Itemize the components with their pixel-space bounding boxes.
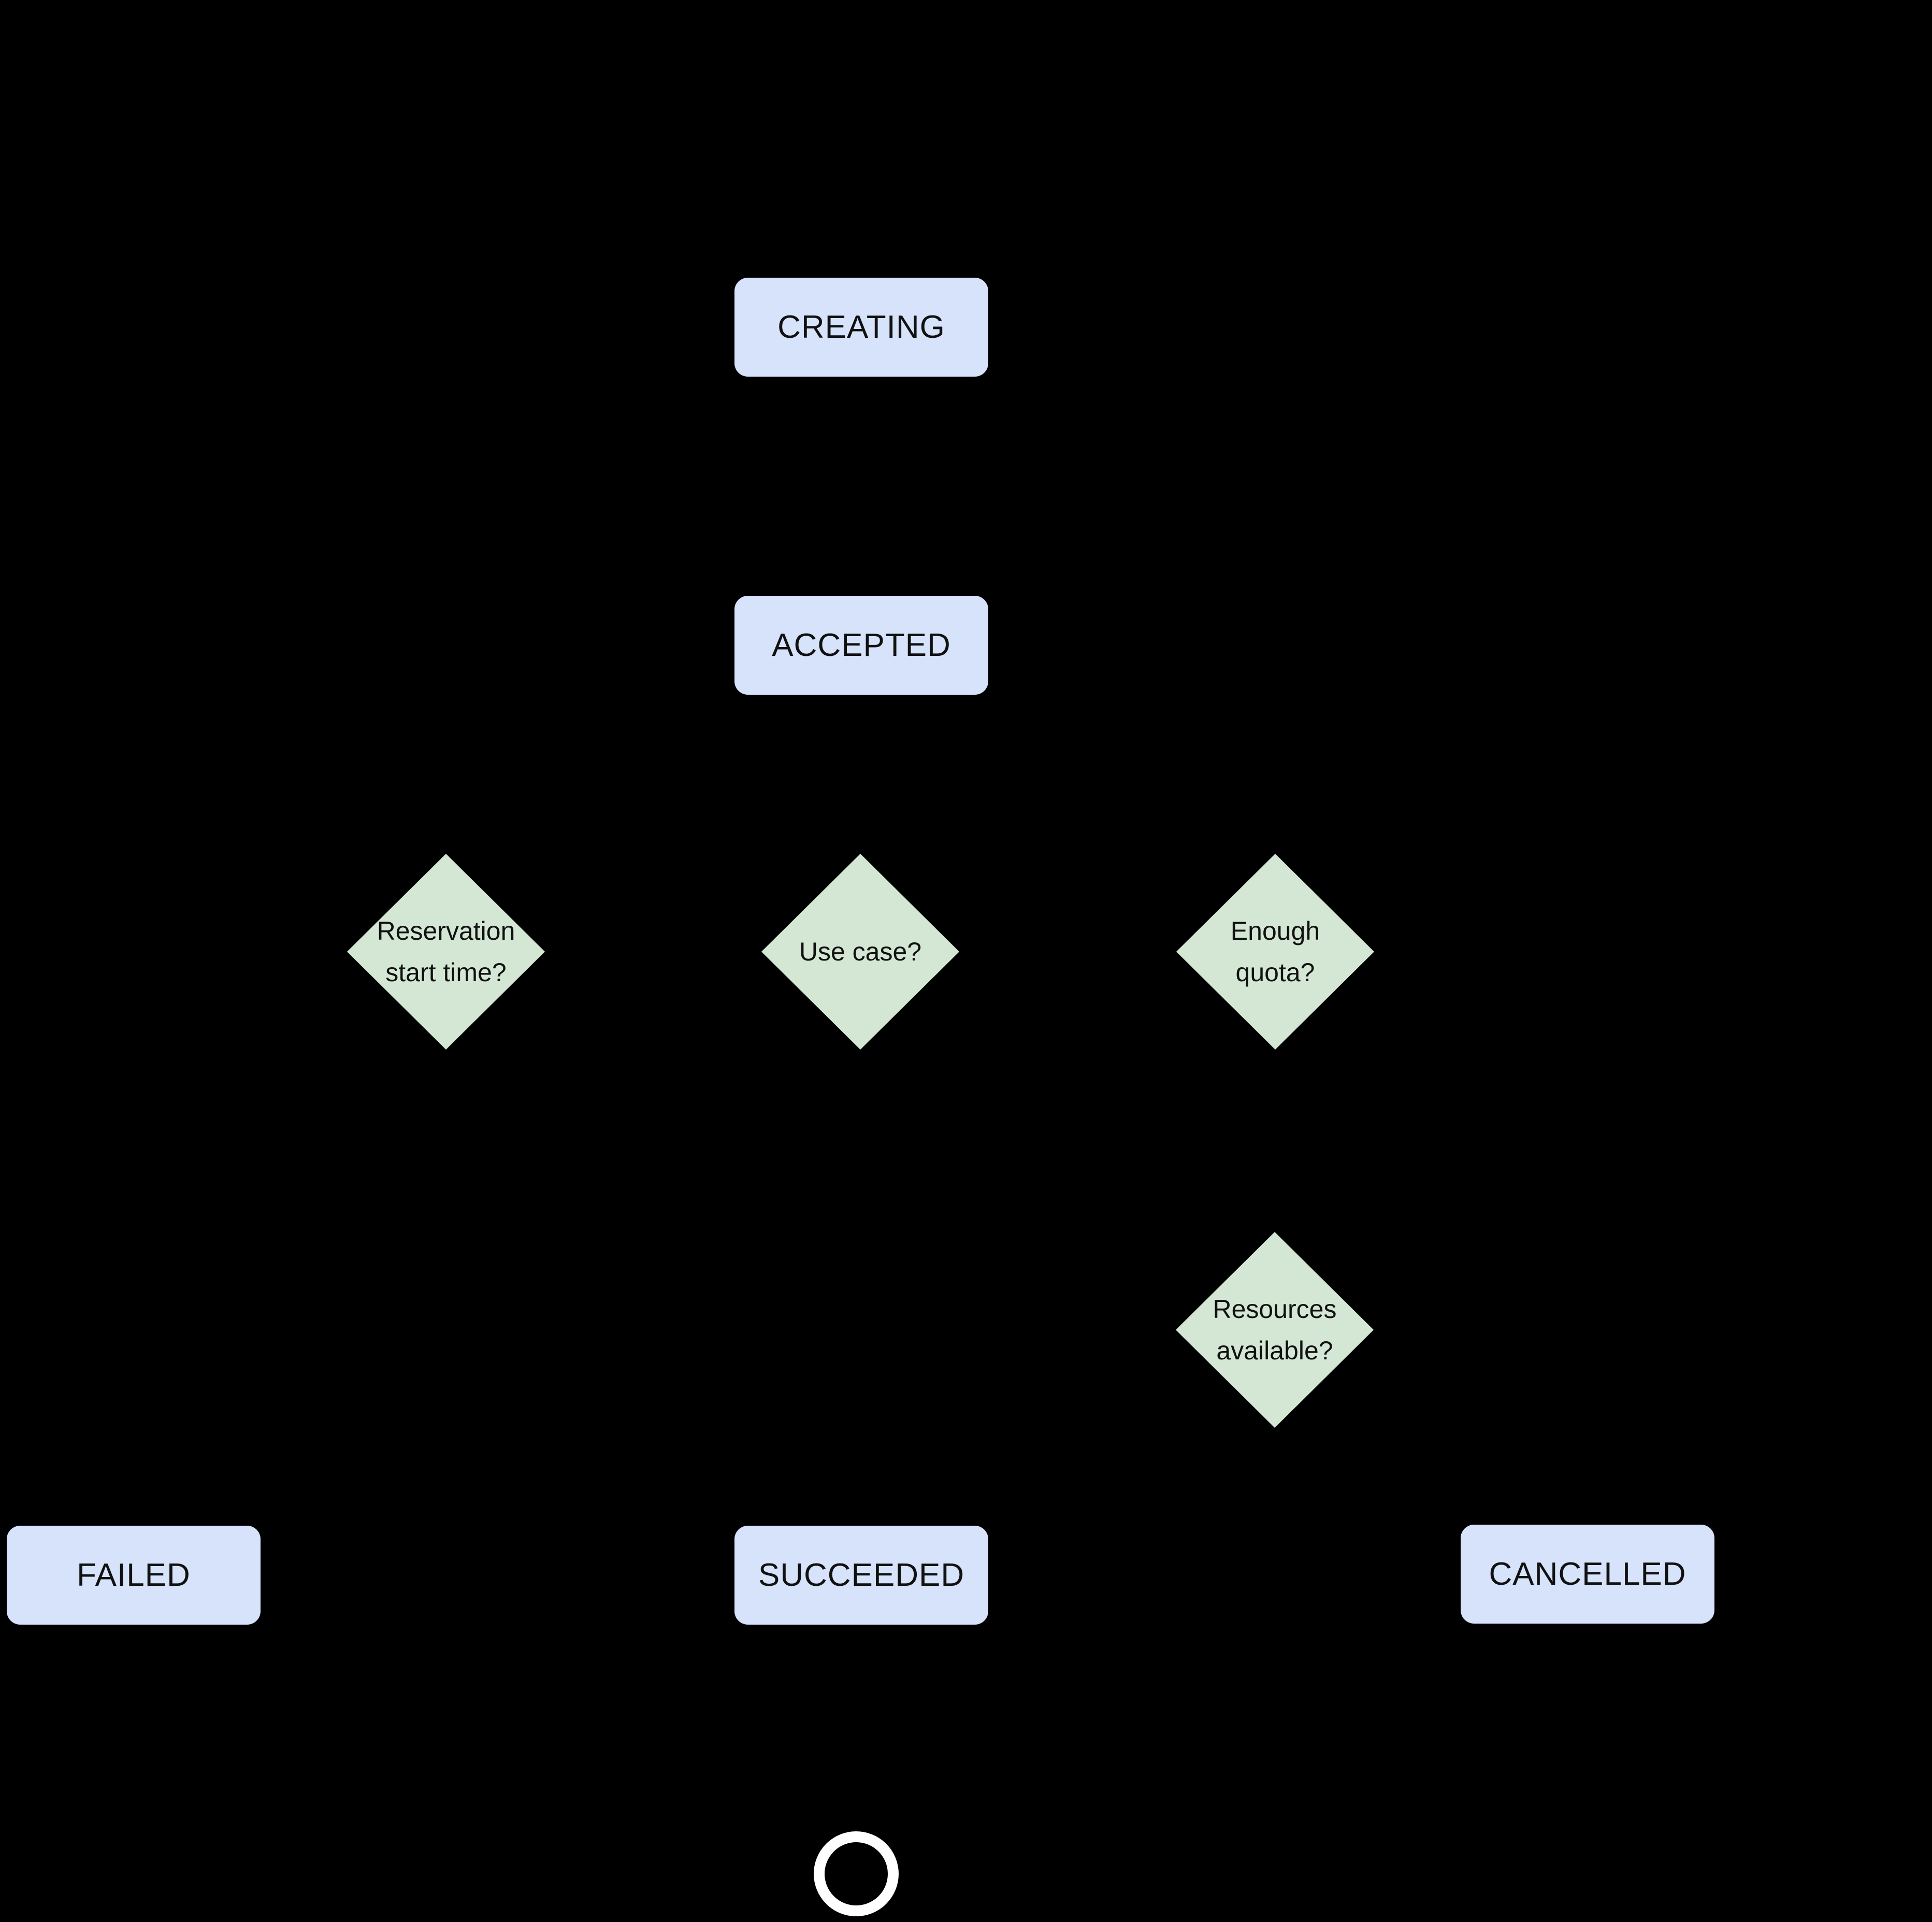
state-node-failed: FAILED bbox=[7, 1526, 261, 1625]
state-node-creating: CREATING bbox=[734, 278, 988, 377]
decision-label: Resources available? bbox=[1213, 1295, 1337, 1365]
state-label: CREATING bbox=[777, 309, 945, 345]
state-label: CANCELLED bbox=[1489, 1556, 1686, 1592]
decision-label: Reservation start time? bbox=[377, 916, 515, 987]
decision-label: Enough quota? bbox=[1230, 916, 1320, 987]
state-label: FAILED bbox=[77, 1557, 191, 1593]
state-label: SUCCEEDED bbox=[758, 1557, 965, 1593]
decision-node-enough-quota: Enough quota? bbox=[1176, 854, 1374, 1050]
state-node-cancelled: CANCELLED bbox=[1461, 1525, 1714, 1624]
state-label: ACCEPTED bbox=[772, 627, 951, 663]
decision-node-reservation-start-time: Reservation start time? bbox=[347, 854, 545, 1050]
decision-label: Use case? bbox=[799, 937, 922, 966]
decision-node-use-case: Use case? bbox=[761, 854, 959, 1050]
state-node-succeeded: SUCCEEDED bbox=[734, 1526, 988, 1625]
state-node-accepted: ACCEPTED bbox=[734, 596, 988, 695]
end-state-circle-icon bbox=[814, 1831, 899, 1916]
decision-node-resources-available: Resources available? bbox=[1176, 1232, 1374, 1428]
